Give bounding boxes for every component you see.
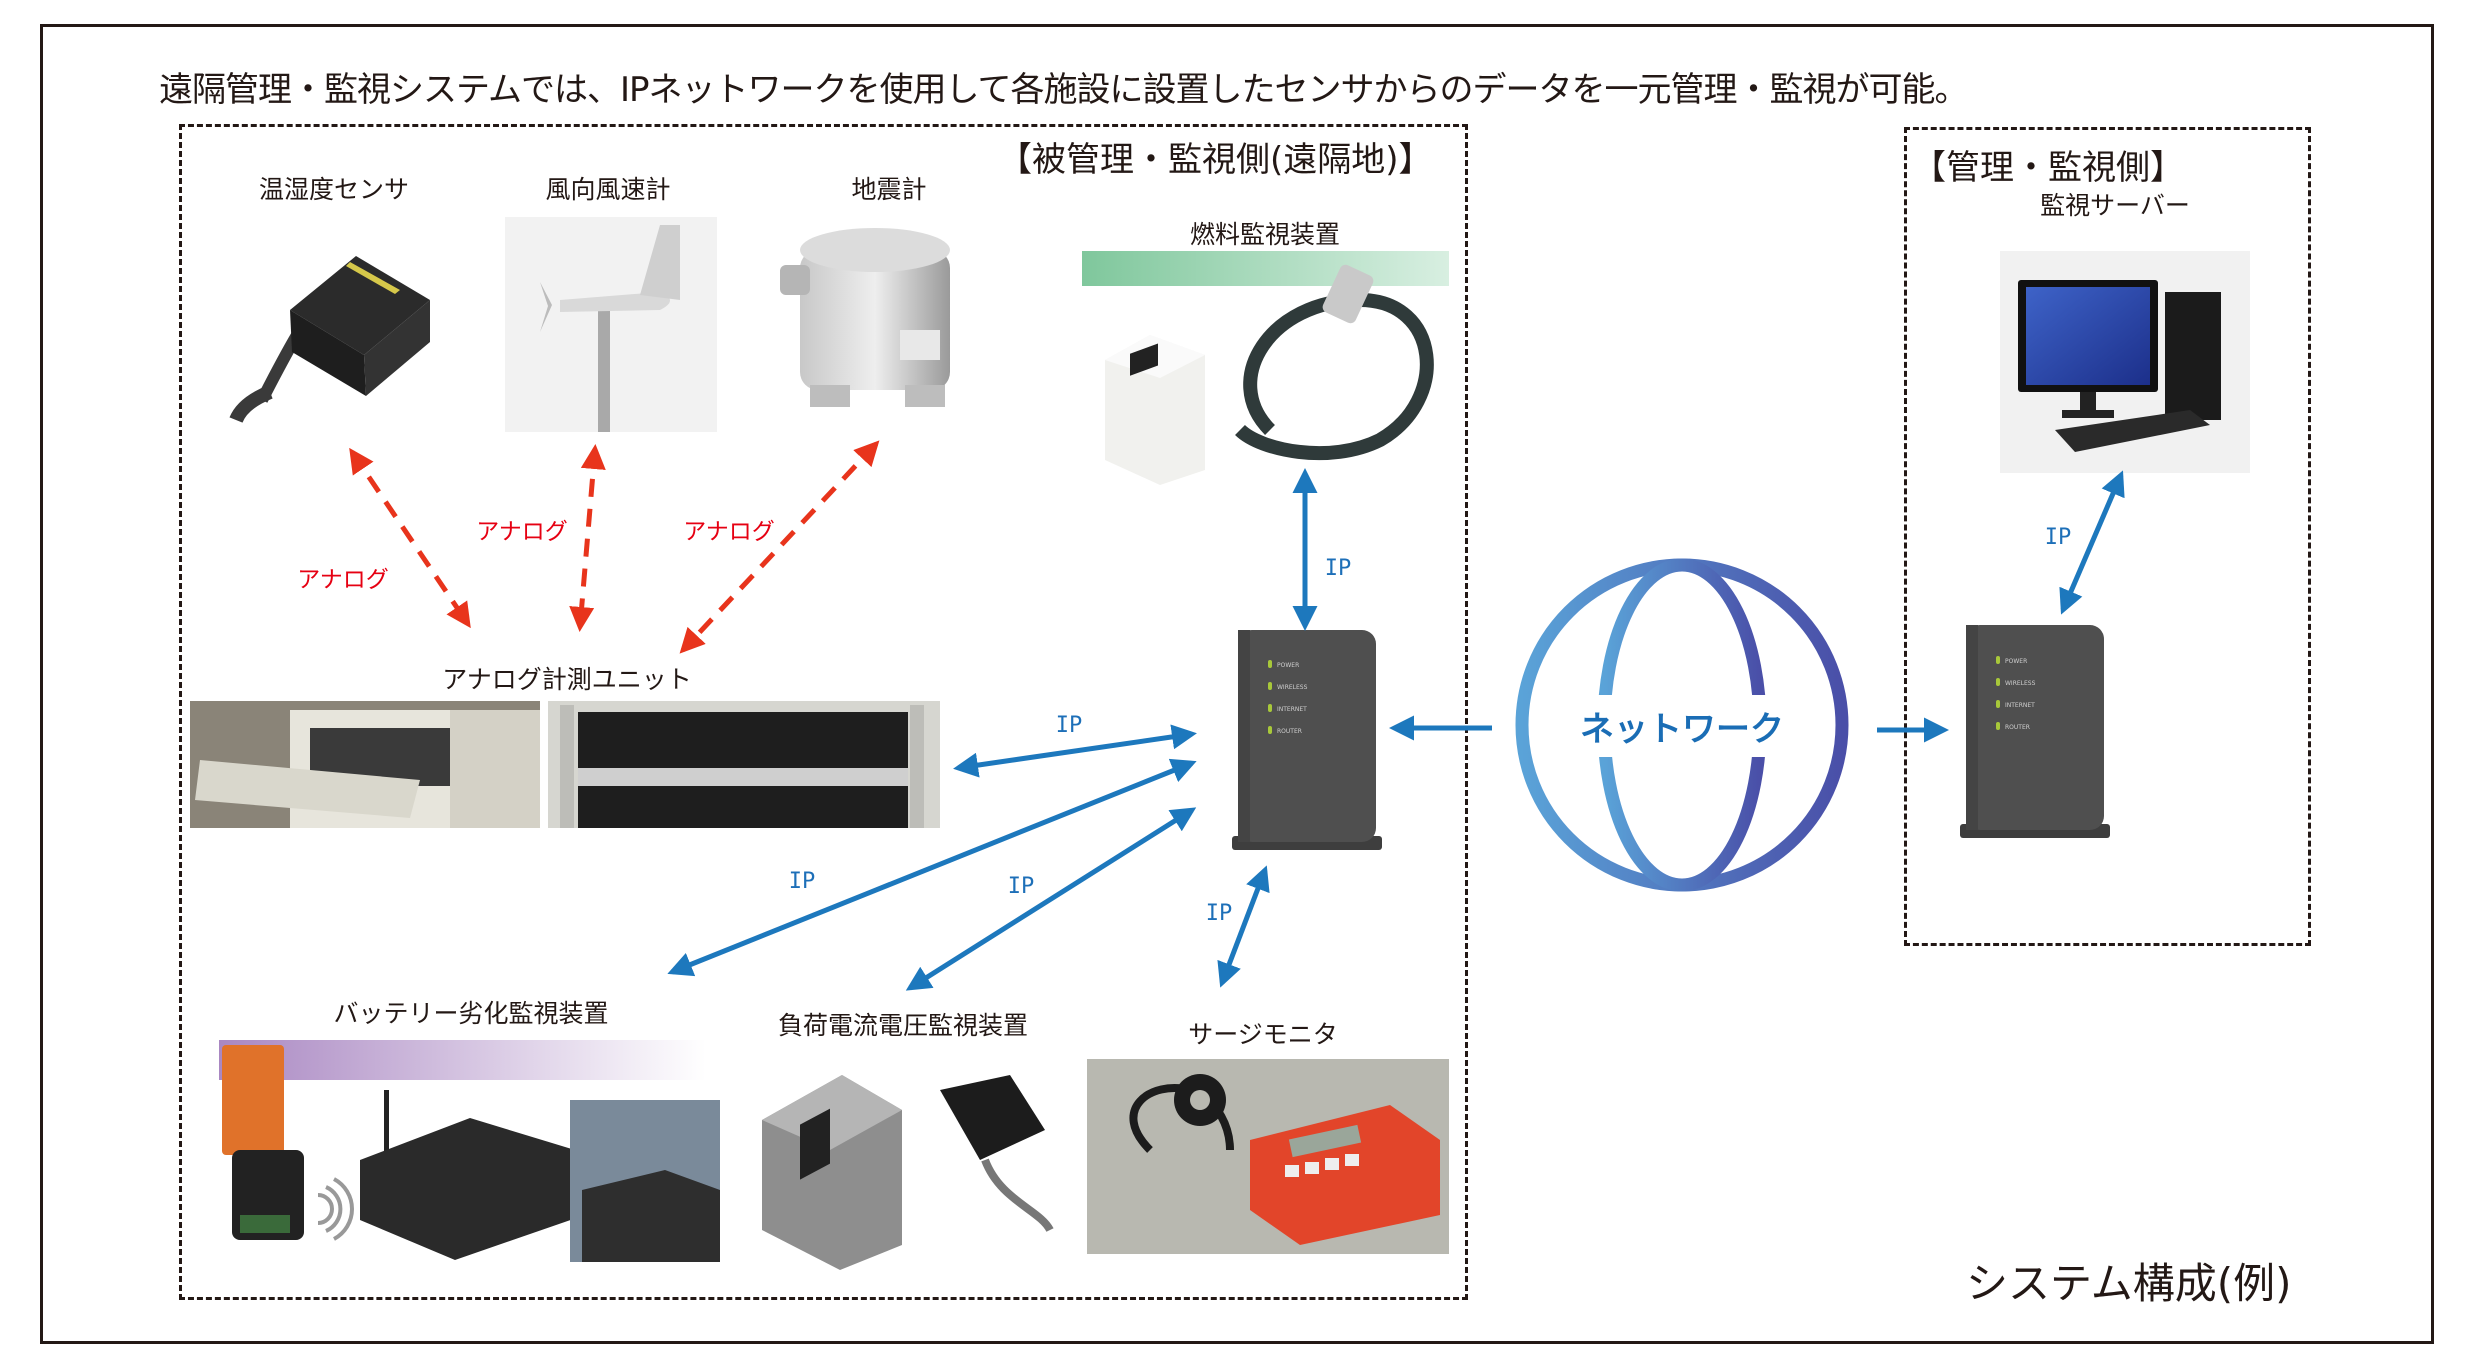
ip-label-fuel: IP [1324, 556, 1352, 581]
router-led-label: POWER [2005, 658, 2027, 665]
router-led [1268, 726, 1272, 734]
remote-side-box [179, 124, 1468, 1300]
analog-link-label-wind: アナログ [476, 519, 568, 545]
ip-label-load: IP [1007, 874, 1035, 899]
management-side-box [1904, 127, 2311, 946]
ip-label-server: IP [2044, 525, 2072, 550]
router-led-label: ROUTER [1277, 728, 1302, 735]
router-led [1996, 656, 2000, 664]
router-led-label: WIRELESS [2005, 680, 2036, 687]
analog-arrow-temperature [349, 447, 471, 629]
router-remote-icon: POWER WIRELESS INTERNET ROUTER [1232, 630, 1382, 850]
router-led [1268, 660, 1272, 668]
ip-label-unit: IP [1055, 713, 1083, 738]
battery-monitor-icon [219, 1040, 720, 1262]
surge-monitor-label: サージモニタ [1188, 1020, 1338, 1049]
seismometer-icon [780, 228, 950, 407]
surge-monitor-icon [1087, 1059, 1449, 1254]
anemometer-icon [505, 217, 717, 432]
router-led-label: ROUTER [2005, 724, 2030, 731]
analog-arrow-seismic [679, 440, 880, 654]
remote-side-title: 【被管理・監視側(遠隔地)】 [998, 140, 1433, 180]
battery-monitor-label: バッテリー劣化監視装置 [333, 999, 609, 1028]
figure-frame [40, 24, 2434, 1344]
router-led [1996, 678, 2000, 686]
analog-unit-photo-right [548, 701, 940, 828]
router-led-label: INTERNET [1277, 706, 1307, 713]
ip-label-surge: IP [1205, 901, 1233, 926]
load-monitor-icon [762, 1075, 1054, 1270]
ip-arrow-unit [953, 724, 1197, 778]
router-led [1996, 722, 2000, 730]
analog-arrow-wind [569, 444, 606, 632]
analog-unit-label: アナログ計測ユニット [442, 665, 692, 694]
globe-label-background [1555, 695, 1809, 757]
fuel-monitor-label: 燃料監視装置 [1189, 220, 1341, 249]
router-led [1268, 704, 1272, 712]
server-label: 監視サーバー [2040, 191, 2190, 220]
load-monitor-label: 負荷電流電圧監視装置 [777, 1011, 1029, 1040]
sensor-label-wind: 風向風速計 [545, 175, 671, 204]
ip-arrow-load [905, 807, 1197, 991]
sensor-label-temperature: 温湿度センサ [258, 175, 410, 204]
temperature-humidity-sensor-icon [229, 256, 430, 423]
fuel-monitor-icon [1082, 251, 1449, 485]
ip-arrow-surge [1217, 865, 1270, 988]
router-led-label: POWER [1277, 662, 1299, 669]
router-led [1268, 682, 1272, 690]
router-led-label: WIRELESS [1277, 684, 1308, 691]
analog-unit-photo-left [190, 701, 540, 828]
ip-label-battery: IP [788, 869, 816, 894]
ip-arrow-server [2059, 470, 2125, 615]
router-management-icon: POWER WIRELESS INTERNET ROUTER [1960, 625, 2110, 838]
analog-link-label-temperature: アナログ [297, 567, 389, 593]
sensor-label-seismic: 地震計 [851, 175, 927, 204]
monitoring-server-icon [2000, 251, 2250, 473]
analog-link-label-seismic: アナログ [683, 519, 775, 545]
management-side-title: 【管理・監視側】 [1912, 148, 2184, 188]
router-led [1996, 700, 2000, 708]
figure-caption: システム構成(例) [1966, 1259, 2292, 1308]
headline: 遠隔管理・監視システムでは、IPネットワークを使用して各施設に設置したセンサから… [159, 70, 1968, 110]
network-label: ネットワーク [1580, 709, 1784, 750]
router-led-label: INTERNET [2005, 702, 2035, 709]
